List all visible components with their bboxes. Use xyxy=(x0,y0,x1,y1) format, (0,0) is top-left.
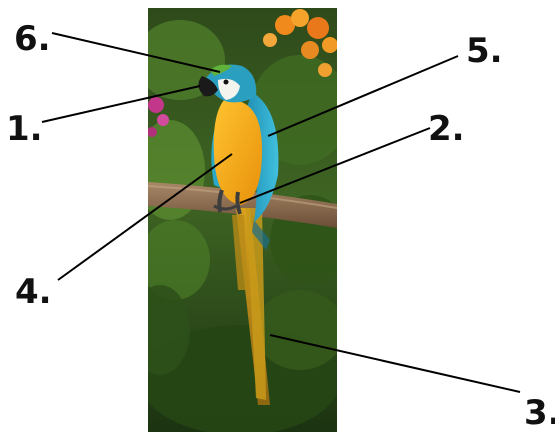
callout-label-4: 4. xyxy=(15,272,52,312)
leader-lines xyxy=(41,32,521,393)
pink-flowers xyxy=(148,97,169,137)
photo-panel xyxy=(148,8,337,432)
leader-line-5 xyxy=(267,55,459,137)
orange-flowers xyxy=(263,9,337,77)
callout-label-3: 3. xyxy=(524,393,555,433)
callout-label-5: 5. xyxy=(466,31,503,71)
callout-label-1: 1. xyxy=(6,109,43,149)
leader-line-2 xyxy=(239,127,431,204)
callout-label-2: 2. xyxy=(428,109,465,149)
parrot-tail xyxy=(232,208,270,405)
leader-line-6 xyxy=(51,32,221,73)
parrot-body xyxy=(198,64,279,222)
leader-line-1 xyxy=(41,85,201,123)
leader-line-4 xyxy=(57,153,233,281)
leader-line-3 xyxy=(269,334,521,393)
callout-label-6: 6. xyxy=(14,19,51,59)
